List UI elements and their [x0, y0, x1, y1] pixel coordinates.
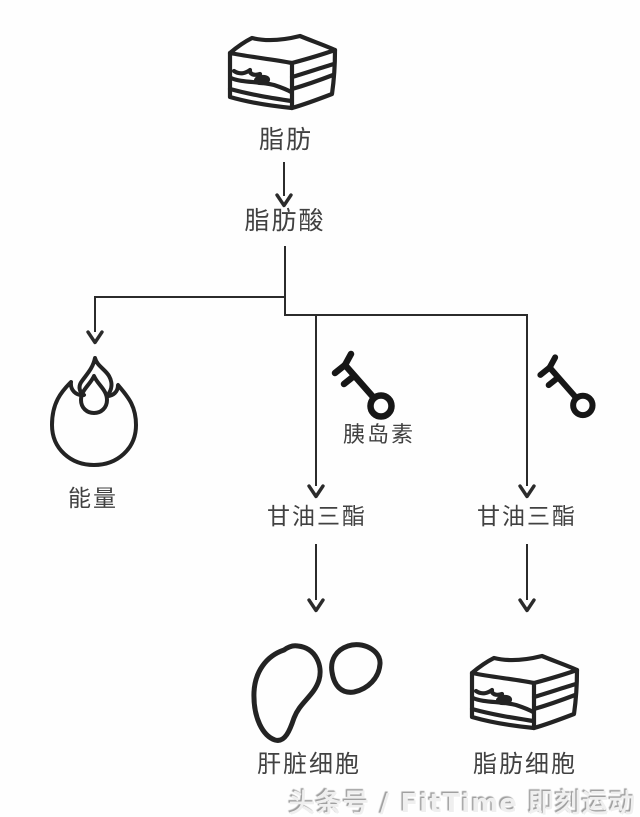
- connector-left-branch: [95, 296, 285, 298]
- node-label-fat-cell: 脂肪细胞: [473, 750, 577, 778]
- arrowhead-down-icon: [275, 193, 293, 208]
- node-label-fatty-acid: 脂肪酸: [244, 206, 326, 235]
- watermark-text: 头条号 / FitTime 即刻运动: [288, 789, 636, 817]
- connector-mid-drop: [315, 314, 317, 486]
- arrowhead-down-icon: [518, 484, 536, 499]
- arrowhead-down-icon: [307, 598, 325, 613]
- node-label-energy: 能量: [68, 486, 118, 512]
- arrowhead-down-icon: [86, 330, 104, 345]
- node-label-insulin: 胰岛素: [342, 423, 416, 448]
- connector-fat-to-fattyacid: [283, 162, 285, 196]
- key-icon: [331, 350, 395, 420]
- node-label-liver-cell: 肝脏细胞: [257, 750, 361, 778]
- connector-left-drop: [94, 296, 96, 332]
- pork-belly-block-icon: [469, 653, 580, 731]
- node-label-triglyceride-right: 甘油三酯: [477, 504, 577, 530]
- connector-right-branch: [284, 314, 528, 316]
- connector-tri-to-fatcell: [526, 544, 528, 600]
- key-icon: [537, 354, 596, 419]
- node-label-triglyceride-mid: 甘油三酯: [267, 504, 367, 530]
- arrowhead-down-icon: [518, 598, 536, 613]
- connector-stem: [284, 246, 286, 316]
- connector-rightmost-drop: [526, 314, 528, 486]
- flame-icon: [50, 356, 138, 467]
- node-label-fat: 脂肪: [258, 125, 314, 154]
- pork-belly-block-icon: [227, 33, 338, 111]
- arrowhead-down-icon: [307, 484, 325, 499]
- liver-icon: [251, 642, 383, 743]
- connector-tri-to-liver: [315, 544, 317, 600]
